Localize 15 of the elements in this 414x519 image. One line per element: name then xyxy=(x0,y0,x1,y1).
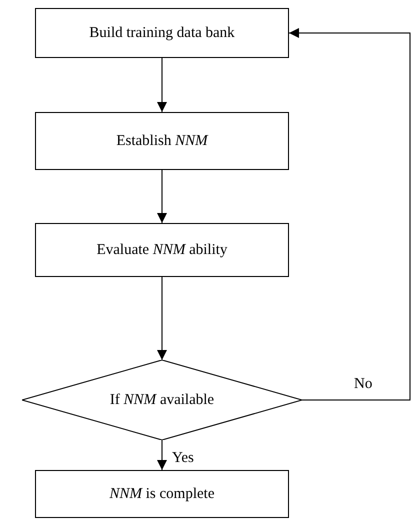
node-text: Evaluate NNM ability xyxy=(96,242,228,258)
arrow xyxy=(157,276,167,360)
arrow xyxy=(157,170,167,224)
node-text: If NNM available xyxy=(110,392,214,408)
process-box xyxy=(35,8,289,58)
node-text: NNM is complete xyxy=(110,486,214,502)
node-text: Establish NNM xyxy=(116,132,208,150)
arrow xyxy=(157,440,167,470)
arrow xyxy=(157,58,167,112)
process-box xyxy=(35,112,289,170)
node-text: Build training data bank xyxy=(89,24,235,42)
arrow xyxy=(288,28,410,400)
process-box xyxy=(35,223,289,277)
decision-diamond xyxy=(22,360,302,440)
process-box xyxy=(35,470,289,518)
